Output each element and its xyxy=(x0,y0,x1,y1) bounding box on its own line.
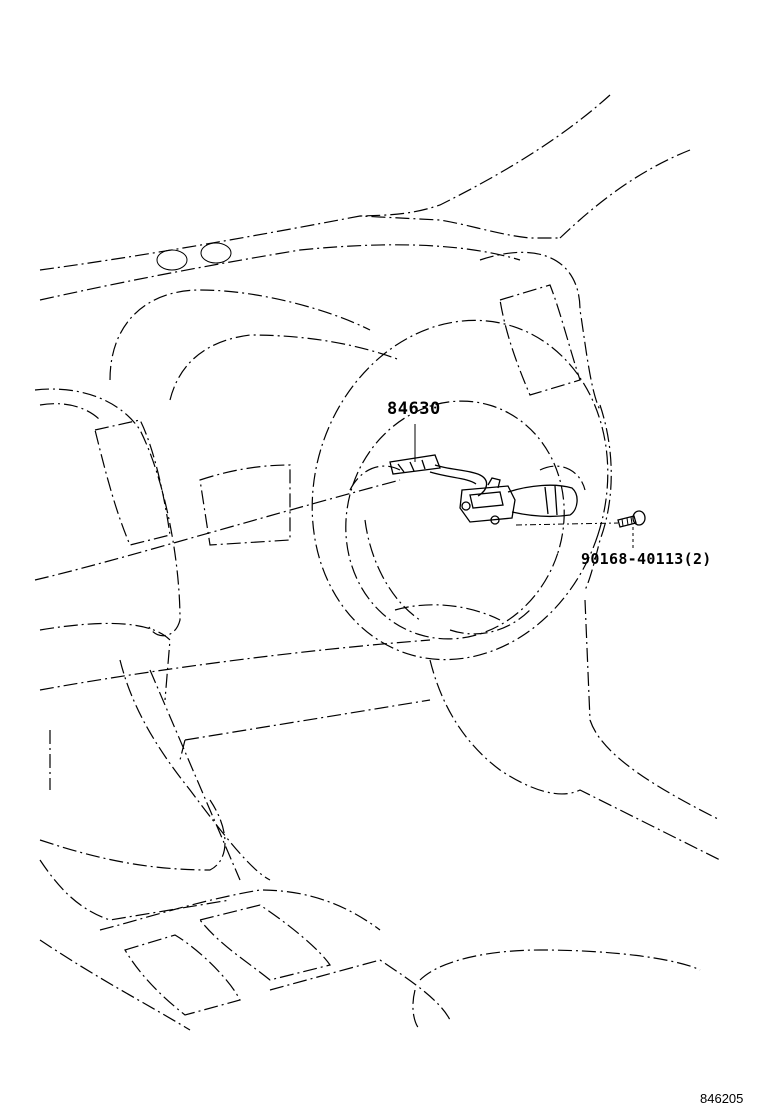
screw-part-number-label: 90168-40113(2) xyxy=(581,552,712,567)
shifter-panel-top xyxy=(99,889,381,931)
screw-threads xyxy=(621,516,633,527)
spoke-left xyxy=(349,465,401,491)
switch-mount-hole-2 xyxy=(490,515,500,525)
screw-part-number: 90168-40113 xyxy=(581,550,684,568)
defroster-vent-right xyxy=(200,242,232,264)
lower-left-panel xyxy=(39,799,226,871)
seat-front-edge xyxy=(419,949,701,981)
switch-tab xyxy=(487,477,501,489)
cluster-hood xyxy=(109,289,371,381)
switch-wire-harness xyxy=(434,464,488,497)
right-dash-edge xyxy=(584,404,612,591)
switch-bracket xyxy=(469,491,504,509)
console-cup-holder xyxy=(124,934,241,1016)
screw-axis-line xyxy=(515,522,619,526)
switch-mount-hole-1 xyxy=(461,501,471,511)
cowl-line xyxy=(39,215,560,271)
console-lower-edge xyxy=(269,959,451,1021)
cluster-lower xyxy=(199,464,291,546)
column-cover-right xyxy=(584,599,721,821)
screw-head xyxy=(632,510,646,526)
console-left xyxy=(119,659,271,881)
a-pillar-line xyxy=(559,149,691,239)
floor-lines xyxy=(39,730,191,1031)
switch-wire-harness-2 xyxy=(429,471,477,485)
left-dash-outline xyxy=(34,388,181,637)
screw-quantity: (2) xyxy=(683,550,712,568)
spoke-bottom xyxy=(394,604,501,621)
defroster-vent-left xyxy=(156,249,188,271)
connector-pins xyxy=(397,459,426,473)
windshield-line xyxy=(359,94,611,217)
right-dash-outline xyxy=(479,251,601,411)
steering-wheel-rim-inner xyxy=(345,400,565,640)
cruise-control-switch-part xyxy=(389,454,578,525)
wheel-pad-bottom xyxy=(449,609,531,635)
switch-lever xyxy=(507,484,578,518)
lower-left-trim xyxy=(39,859,231,921)
spoke-right xyxy=(539,465,586,491)
seat-side xyxy=(412,989,421,1031)
diagram-id-label: 846205 xyxy=(700,1091,744,1106)
wheel-pad-left xyxy=(364,519,421,621)
cluster-inner xyxy=(169,334,401,401)
knee-bolster xyxy=(179,699,431,761)
lever-grip-lines xyxy=(544,485,558,516)
glovebox-edge xyxy=(39,622,171,701)
console-edge xyxy=(149,669,241,881)
part-number-label: 84630 xyxy=(387,399,441,419)
switch-body xyxy=(459,485,516,523)
console-tray xyxy=(198,904,331,981)
switch-connector xyxy=(389,454,441,475)
right-vent xyxy=(499,284,581,396)
left-vent-surround xyxy=(39,403,101,421)
lower-dash-line xyxy=(34,479,401,581)
steering-wheel-rim-outer xyxy=(311,319,609,661)
knee-panel-line xyxy=(39,639,431,691)
steering-column-lower xyxy=(429,659,721,861)
left-vent xyxy=(94,419,171,546)
screw-part xyxy=(617,510,646,528)
screw-shank xyxy=(617,515,637,528)
dash-top-line xyxy=(39,244,521,301)
